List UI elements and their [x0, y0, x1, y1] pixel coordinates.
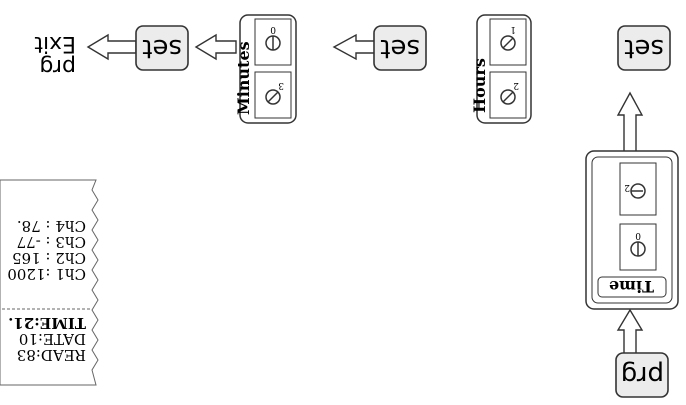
receipt-line-1: READ:83 [17, 346, 86, 364]
prg-key[interactable]: prg [615, 352, 669, 398]
set-key-2[interactable]: set [373, 25, 427, 71]
time-label: Time [609, 277, 654, 296]
hours-dial-a-icon [500, 35, 516, 51]
set-key-1-label: set [142, 33, 182, 63]
arrow-prg-to-time [616, 308, 644, 356]
receipt-line-3: TIME:21. [8, 314, 86, 332]
hours-block: 2 1 Hours [470, 14, 532, 124]
hours-dial-b: 2 [513, 80, 519, 90]
set-key-2-label: set [380, 33, 420, 63]
set-key-3[interactable]: set [617, 25, 671, 71]
arrow-up-to-set [616, 91, 644, 156]
receipt-line-5: Ch2 : 165 [12, 249, 86, 267]
time-dial-a: 0 [635, 230, 641, 240]
receipt-line-7: Ch4 : 78. [17, 217, 86, 235]
minutes-dial-a: 0 [270, 24, 276, 34]
time-dial-b: 2 [624, 182, 630, 192]
arrow-to-exit [86, 33, 137, 61]
receipt-line-2: DATE:10 [19, 330, 86, 348]
hours-label: Hours [470, 58, 489, 113]
minutes-block: 3 0 Minutes [234, 14, 297, 124]
minutes-label: Minutes [234, 41, 253, 115]
exit-label: Exit [34, 31, 76, 56]
prg-key-label: prg [621, 360, 664, 390]
minutes-dial-b-icon [265, 89, 281, 105]
time-block: Time 0 2 [585, 150, 679, 310]
hours-dial-a: 1 [510, 24, 516, 34]
arrow-hours-to-set [332, 33, 377, 61]
receipt-line-4: Ch1 :1200 [7, 265, 86, 283]
receipt-line-6: Ch3 : -77 [17, 233, 86, 251]
set-key-1[interactable]: set [135, 25, 189, 71]
arrow-set-to-minutes [194, 33, 237, 61]
exit-prg-label: prg [39, 54, 76, 79]
set-key-3-label: set [624, 33, 664, 63]
hours-dial-b-icon [500, 89, 516, 105]
receipt-printout: READ:83 DATE:10 TIME:21. Ch1 :1200 Ch2 :… [0, 179, 99, 386]
minutes-dial-b: 3 [278, 80, 284, 90]
